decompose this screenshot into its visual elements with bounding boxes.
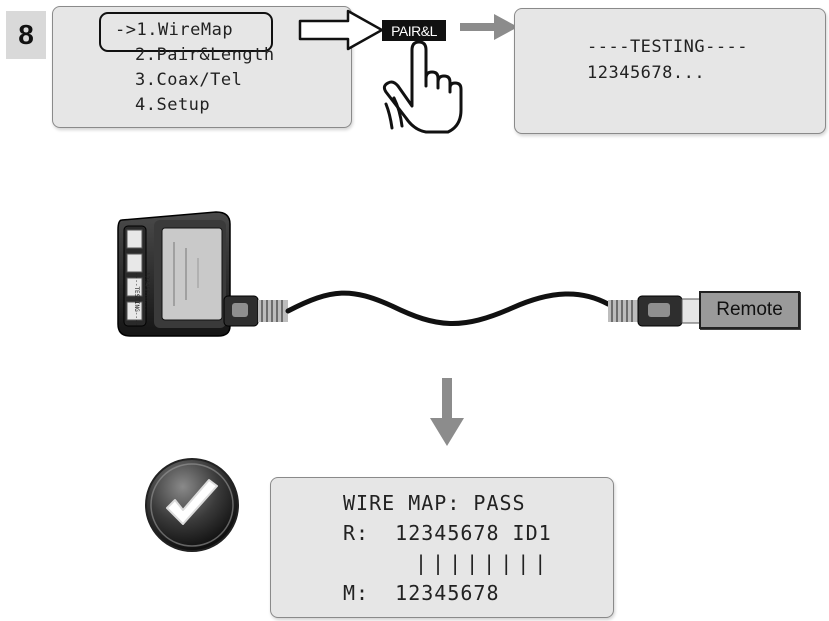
remote-label-text: Remote (716, 299, 783, 320)
remote-unit-label: Remote (699, 291, 800, 329)
wire-map-result-screen: WIRE MAP: PASS R: 12345678 ID1 |||||||| … (270, 477, 614, 618)
pair-length-key[interactable]: PAIR&L (382, 20, 446, 41)
menu-item-pair-length[interactable]: 2.Pair&Length (135, 45, 275, 65)
pair-length-key-label: PAIR&L (391, 22, 437, 39)
menu-item-setup[interactable]: 4.Setup (135, 95, 211, 115)
testing-screen: ----TESTING---- 12345678... (514, 8, 826, 134)
gray-arrow-icon (460, 14, 518, 40)
device-screen-line-1: ----TESTING---- (133, 272, 140, 327)
result-main-row: M: 12345678 (343, 581, 500, 605)
pointing-hand-icon (382, 40, 463, 134)
selected-menu-highlight (99, 12, 273, 52)
result-pin-connections: |||||||| (415, 551, 552, 575)
menu-item-coax-tel[interactable]: 3.Coax/Tel (135, 70, 243, 90)
pass-check-icon (145, 458, 239, 552)
result-remote-row: R: 12345678 ID1 (343, 521, 552, 545)
result-title: WIRE MAP: PASS (343, 491, 526, 515)
testing-pins-line: 12345678... (587, 63, 706, 83)
device-screen-line-2: 12345678... (143, 272, 150, 312)
outline-arrow-icon (298, 9, 384, 51)
cable-tester-device (117, 211, 231, 337)
down-arrow-icon (430, 378, 464, 446)
testing-status-line: ----TESTING---- (587, 37, 749, 57)
step-number: 8 (18, 19, 34, 50)
menu-item-wiremap[interactable]: ->1.WireMap (115, 20, 234, 40)
network-cable (223, 290, 701, 327)
step-number-badge: 8 (6, 11, 46, 59)
